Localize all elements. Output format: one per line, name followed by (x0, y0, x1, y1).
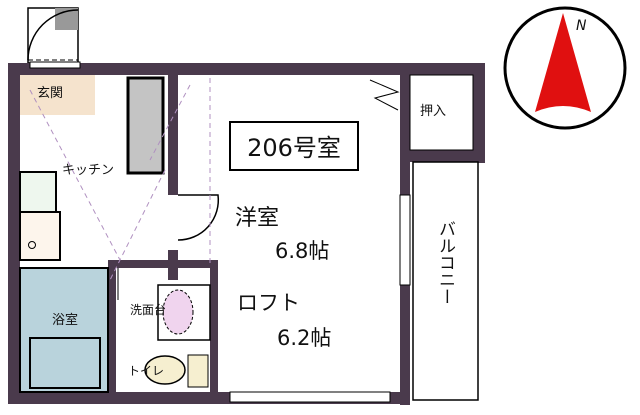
toilet-tank (187, 354, 209, 388)
bathtub (29, 337, 101, 389)
loft-label: ロフト (237, 291, 300, 315)
room-number: 206号室 (247, 134, 341, 162)
storage-cabinet (19, 211, 61, 261)
closet (409, 74, 474, 151)
toilet-label: トイレ (128, 364, 164, 378)
loft-outline (29, 78, 211, 281)
kitchen-label: キッチン (62, 163, 114, 178)
western-room-size: 6.8帖 (275, 239, 329, 263)
sink (162, 289, 194, 335)
closet-label: 押入 (420, 104, 446, 119)
balcony (412, 161, 479, 401)
entrance-door (27, 7, 79, 64)
drain-icon (28, 241, 36, 249)
bathroom (19, 267, 109, 393)
compass: N (503, 6, 627, 130)
walls (8, 61, 485, 405)
entrance-floor (20, 75, 95, 115)
kitchen-counter (126, 76, 165, 175)
loft-size: 6.2帖 (277, 326, 331, 350)
toilet-bowl (144, 355, 186, 385)
balcony-label: バルコニー (435, 220, 455, 305)
western-room-label: 洋室 (235, 206, 279, 231)
compass-north-label: N (576, 18, 587, 34)
room-number-box (229, 121, 359, 171)
bath-label: 浴室 (52, 312, 78, 328)
washroom-label: 洗面台 (130, 302, 166, 317)
north-arrow-icon (535, 13, 591, 112)
closet-door (369, 79, 400, 111)
room-door (177, 194, 220, 241)
entrance-label: 玄関 (37, 86, 63, 101)
washer-space (19, 171, 57, 213)
